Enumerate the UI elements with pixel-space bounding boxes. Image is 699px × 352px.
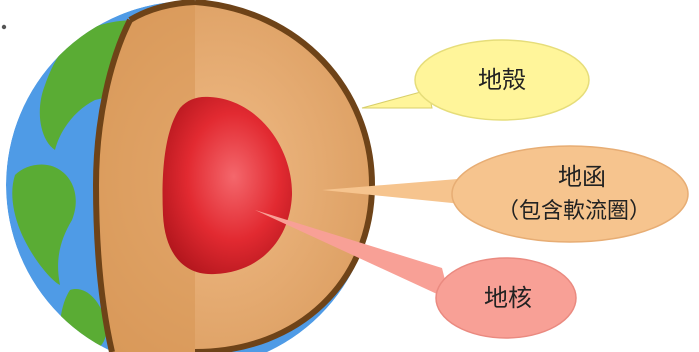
- mantle-label-line2: （包含軟流圏）: [497, 199, 651, 224]
- corner-dot: [1, 24, 7, 30]
- land-mass-west: [12, 164, 76, 285]
- crust-callout: 地殻: [361, 39, 590, 121]
- mantle-label-line1: 地函: [558, 163, 606, 191]
- core-callout-bubble: [435, 257, 577, 339]
- crust-label: 地殻: [478, 66, 526, 94]
- mantle-callout: 地函 （包含軟流圏）: [322, 145, 689, 243]
- core: [162, 96, 293, 275]
- core-callout: 地核: [255, 210, 577, 339]
- core-label: 地核: [484, 284, 532, 312]
- crust-callout-bubble: [414, 39, 590, 121]
- crust-cut-edge: [92, 18, 133, 352]
- core-callout-pointer: [255, 210, 450, 300]
- mantle-cut-face: [96, 2, 195, 352]
- mantle-callout-bubble: [451, 145, 689, 243]
- crust-top-edge: [128, 0, 196, 23]
- mantle-callout-pointer: [322, 178, 472, 205]
- crust-outline: [194, 0, 376, 352]
